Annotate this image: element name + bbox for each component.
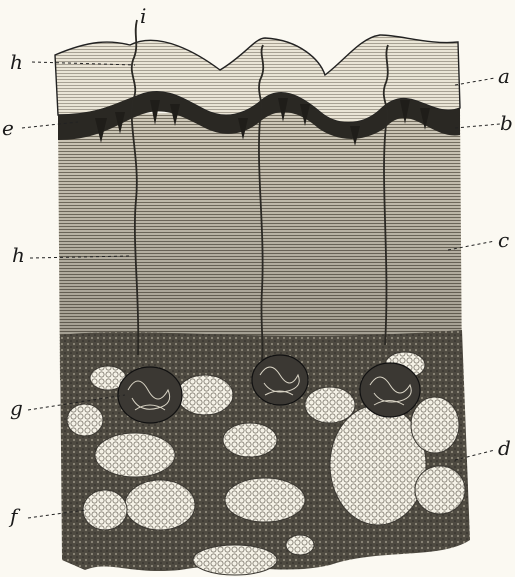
label-h-mid: h <box>12 245 25 265</box>
label-c: c <box>498 230 509 250</box>
label-g: g <box>10 398 23 418</box>
label-d: d <box>498 438 511 458</box>
label-e: e <box>2 118 14 138</box>
label-h-top: h <box>10 52 23 72</box>
label-i: i <box>140 6 146 26</box>
label-b: b <box>500 113 513 133</box>
label-a: a <box>498 66 510 86</box>
label-f: f <box>10 506 17 526</box>
